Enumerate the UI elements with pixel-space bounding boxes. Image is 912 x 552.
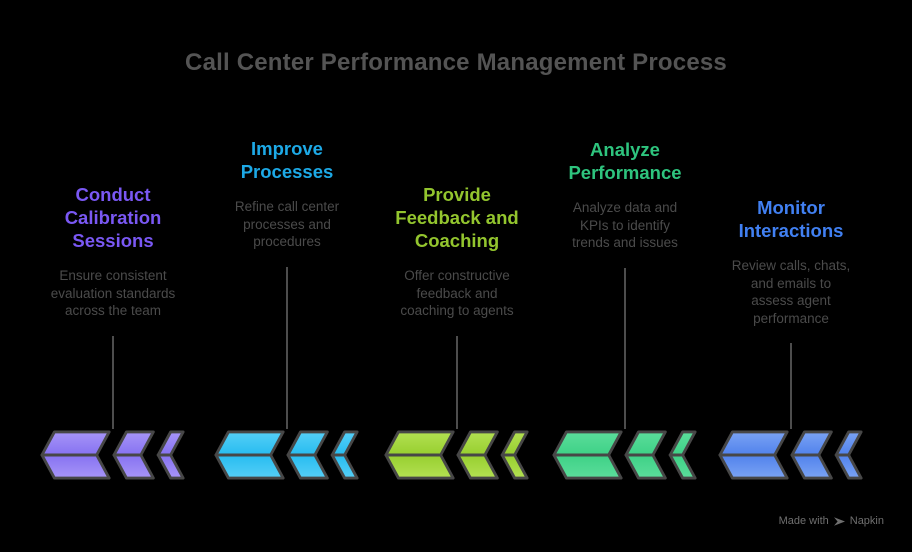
chevron-arrow-svg	[718, 430, 863, 480]
brand-name: Napkin	[849, 515, 884, 527]
step-description-line: Refine call center	[234, 199, 340, 214]
step-description: Offer constructive feedback and coaching t…	[400, 267, 513, 320]
step-description: Ensure consistent evaluation standards acr…	[51, 267, 176, 320]
chevron-arrow-svg	[214, 430, 359, 480]
step-title-line: Calibration	[64, 207, 162, 228]
napkin-logo-icon	[833, 516, 845, 526]
step-title-line: Coaching	[414, 230, 500, 251]
step-title-line: Provide	[423, 184, 491, 205]
step-description-line: evaluation standards	[50, 285, 176, 301]
connector-line	[456, 335, 458, 429]
chevron-arrow	[552, 429, 698, 481]
step-title-line: Sessions	[72, 230, 154, 251]
step-title-line: Conduct	[75, 184, 151, 205]
diagram-title: Call Center Performance Management Proce…	[185, 49, 727, 76]
step-description-line: processes and	[243, 216, 331, 232]
footer-credit: Made with Napkin	[779, 514, 884, 528]
step-title-line: Performance	[568, 162, 682, 183]
step-title-line: Feedback and	[395, 207, 519, 228]
step-description-line: Analyze data and	[572, 200, 678, 215]
step-description-line: trends and issues	[572, 235, 678, 250]
chevron-arrow	[214, 429, 360, 481]
step-title-line: Monitor	[757, 197, 825, 218]
step-description-line: KPIs to identify	[579, 217, 671, 233]
chevron-arrow	[384, 429, 530, 481]
step-description-line: across the team	[64, 303, 162, 318]
step-title-line: Processes	[240, 161, 334, 182]
step-description-line: Ensure consistent	[59, 268, 167, 283]
step-description-line: performance	[753, 310, 829, 326]
connector-line	[286, 266, 288, 429]
connector-line	[112, 335, 114, 429]
step-title-line: Interactions	[738, 220, 844, 241]
step-description-line: Review calls, chats,	[731, 258, 851, 273]
step-title-line: Improve	[251, 138, 323, 159]
step-description-line: procedures	[253, 234, 321, 249]
step-description-line: coaching to agents	[400, 303, 514, 318]
step-description: Review calls, chats, and emails to assess …	[732, 257, 851, 327]
step-description-line: Offer constructive	[404, 268, 510, 283]
step-description: Refine call center processes and procedure…	[235, 198, 339, 251]
step-title-line: Analyze	[590, 139, 660, 160]
chevron-arrow	[40, 429, 186, 481]
step-description-line: feedback and	[416, 285, 498, 301]
chevron-arrow-svg	[40, 430, 185, 480]
chevron-arrow-svg	[552, 430, 697, 480]
connector-line	[624, 267, 626, 429]
made-with-text: Made with	[778, 515, 829, 527]
step-description-line: and emails to	[750, 275, 832, 291]
chevron-arrow	[718, 429, 864, 481]
step-description-line: assess agent	[751, 293, 831, 308]
chevron-arrow-svg	[384, 430, 529, 480]
connector-line	[790, 343, 792, 429]
